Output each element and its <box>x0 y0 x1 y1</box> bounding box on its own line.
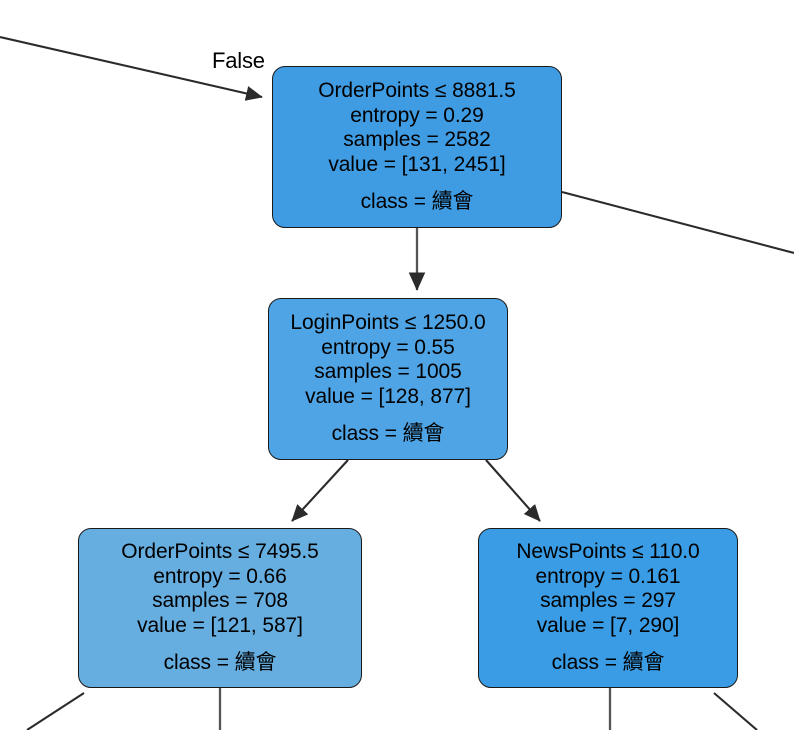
node-entropy: entropy = 0.161 <box>535 564 681 588</box>
node-samples: samples = 297 <box>540 589 676 613</box>
edge-order7495-to-child-left <box>26 692 85 730</box>
node-class: class = 續會 <box>331 422 445 446</box>
node-samples: samples = 708 <box>152 589 288 613</box>
edge-login-to-news110 <box>485 459 541 522</box>
node-split-condition: LoginPoints ≤ 1250.0 <box>290 311 486 335</box>
node-value: value = [128, 877] <box>305 384 471 408</box>
node-entropy: entropy = 0.55 <box>321 335 455 359</box>
tree-node-order-points-8881[interactable]: OrderPoints ≤ 8881.5 entropy = 0.29 samp… <box>272 66 562 228</box>
node-samples: samples = 2582 <box>343 128 491 152</box>
node-class: class = 續會 <box>360 190 474 214</box>
node-class: class = 續會 <box>551 651 665 675</box>
node-split-condition: OrderPoints ≤ 7495.5 <box>121 540 319 564</box>
node-entropy: entropy = 0.66 <box>153 564 287 588</box>
node-samples: samples = 1005 <box>314 360 462 384</box>
node-entropy: entropy = 0.29 <box>350 103 484 127</box>
tree-node-order-points-7495[interactable]: OrderPoints ≤ 7495.5 entropy = 0.66 samp… <box>78 528 362 688</box>
tree-node-login-points-1250[interactable]: LoginPoints ≤ 1250.0 entropy = 0.55 samp… <box>268 298 508 460</box>
edge-login-to-order7495 <box>291 459 349 522</box>
node-value: value = [121, 587] <box>137 613 303 637</box>
node-class: class = 續會 <box>163 651 277 675</box>
node-split-condition: NewsPoints ≤ 110.0 <box>516 540 700 564</box>
node-value: value = [131, 2451] <box>328 152 506 176</box>
tree-node-news-points-110[interactable]: NewsPoints ≤ 110.0 entropy = 0.161 sampl… <box>478 528 738 688</box>
edge-news110-to-child-right <box>713 692 758 730</box>
edge-root-to-right-child <box>561 190 794 255</box>
node-value: value = [7, 290] <box>536 613 680 637</box>
edge-label-false: False <box>212 48 265 73</box>
node-split-condition: OrderPoints ≤ 8881.5 <box>318 79 516 103</box>
